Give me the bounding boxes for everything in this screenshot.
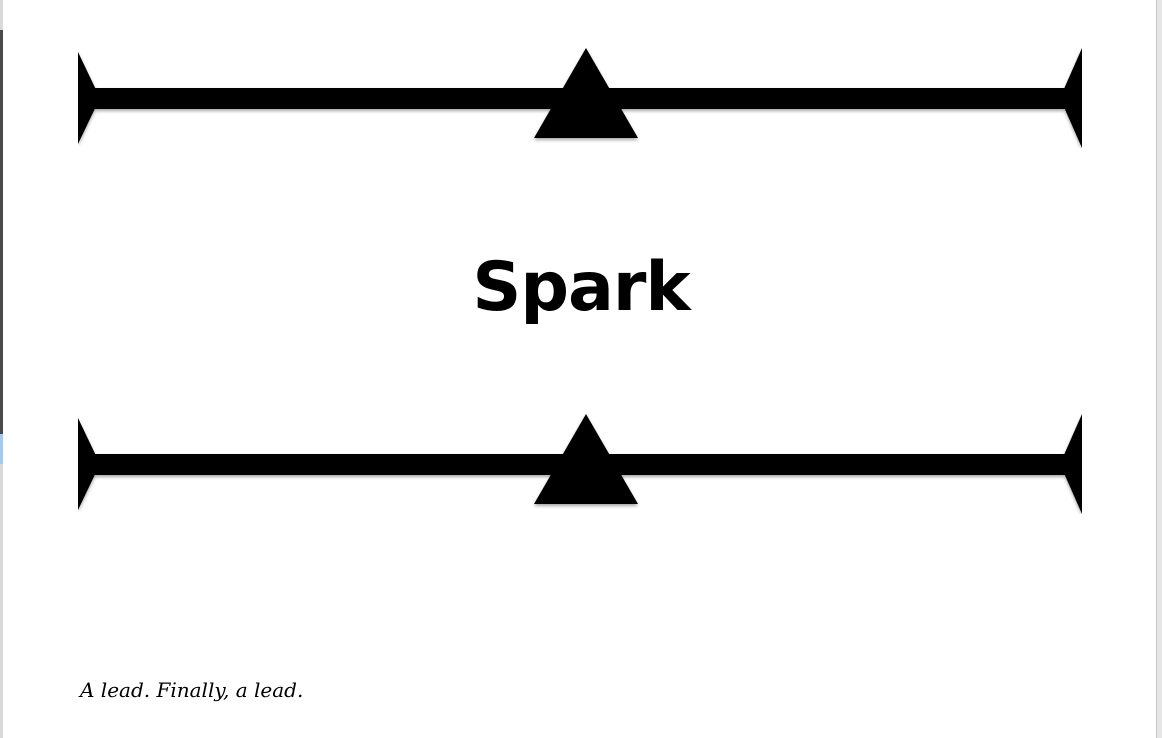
window-left-edge-highlight [0,434,3,464]
window-right-edge [1156,0,1162,738]
ornament-rule-icon [78,48,1082,148]
page-title: Spark [472,248,690,327]
caption-text: A lead. Finally, a lead. [80,678,304,702]
window-left-edge-dark [0,30,3,434]
ornament-rule-icon [78,414,1082,514]
bottom-ornament-divider [78,414,1082,514]
top-ornament-divider [78,48,1082,148]
